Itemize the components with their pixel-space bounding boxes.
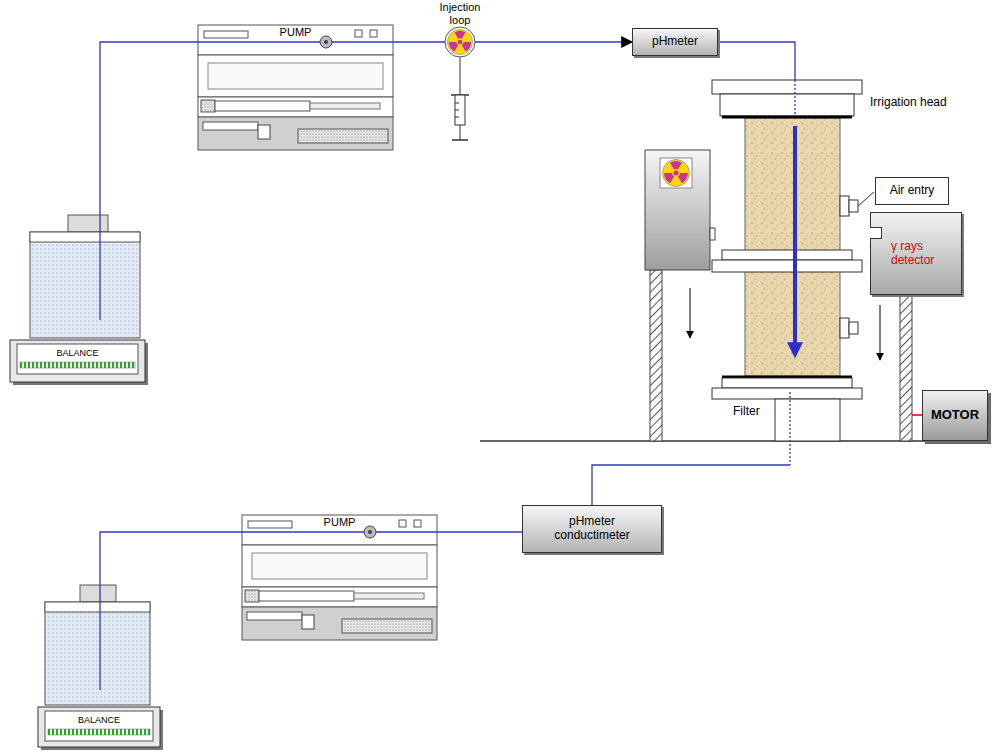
ph-meter-box: pHmeter xyxy=(632,28,718,56)
bottle xyxy=(45,602,150,705)
tube-connector xyxy=(437,531,522,532)
node-text: MOTOR xyxy=(931,408,979,423)
balance-body xyxy=(10,340,145,382)
label-text: Filter xyxy=(733,405,760,419)
tube xyxy=(99,585,100,690)
node-text: PUMP xyxy=(324,516,356,528)
pump-drawing xyxy=(242,515,437,640)
tube xyxy=(718,42,795,80)
tube-connector xyxy=(393,41,632,42)
syringe-needle xyxy=(460,56,461,95)
bottle-shoulder xyxy=(45,602,150,612)
filter-base xyxy=(775,399,840,441)
balance-unit: BALANCE xyxy=(38,585,160,747)
node-text: γ rays detector xyxy=(891,240,953,268)
column-flange xyxy=(722,378,852,388)
injection-loop-ring xyxy=(445,27,475,57)
component-label: Irrigation head xyxy=(870,96,980,110)
air-fitting xyxy=(849,322,858,334)
soil-column xyxy=(745,118,840,376)
label-text: Irrigation head xyxy=(870,96,947,110)
bottle-shoulder xyxy=(30,232,140,242)
tube-connector xyxy=(100,42,198,215)
flow-arrow xyxy=(793,126,797,355)
balance-display xyxy=(17,344,138,374)
syringe-mark xyxy=(455,103,459,104)
balance-readout xyxy=(20,362,135,368)
node-text: pHmeter xyxy=(652,35,698,49)
tube xyxy=(99,215,100,320)
detector-notch xyxy=(870,227,882,239)
tube-hidden xyxy=(794,80,795,116)
conductimeter-box: pHmeter conductimeter xyxy=(522,505,662,553)
pump-drawing xyxy=(198,25,393,150)
radiation-symbol xyxy=(448,30,473,55)
bottle-cap xyxy=(68,215,108,232)
node-text: BALANCE xyxy=(56,348,98,358)
node-text: PUMP xyxy=(280,26,312,38)
tube xyxy=(592,465,790,505)
source-window xyxy=(660,158,692,188)
motion-arrow xyxy=(690,288,691,338)
label-text: Injection loop xyxy=(432,1,488,26)
pump-unit: PUMP xyxy=(198,25,393,150)
air-entry-box: Air entry xyxy=(875,177,949,205)
bottle xyxy=(30,232,140,338)
syringe-plunger xyxy=(460,125,461,140)
column-flange xyxy=(722,250,852,260)
syringe-mark xyxy=(455,110,459,111)
drive-link xyxy=(912,414,922,416)
motion-arrow xyxy=(880,305,881,360)
pump-unit: PUMP xyxy=(242,515,437,640)
source-rod xyxy=(650,270,662,441)
balance-unit: BALANCE xyxy=(10,215,145,382)
gamma-detector: γ rays detector xyxy=(870,212,962,295)
air-fitting xyxy=(849,200,858,212)
ground-line xyxy=(480,440,990,442)
syringe-plunger-head xyxy=(452,139,468,141)
source-tab xyxy=(710,228,715,240)
motor-box: MOTOR xyxy=(922,390,988,441)
tube-connector xyxy=(100,532,242,585)
gamma-source-housing xyxy=(645,150,710,270)
distribution-grid xyxy=(722,116,852,119)
column-flange xyxy=(712,388,862,399)
balance-body xyxy=(38,707,160,747)
irrigation-plate xyxy=(720,94,854,116)
node-text: Air entry xyxy=(890,184,935,198)
syringe-mark xyxy=(455,117,459,118)
air-fitting xyxy=(840,318,849,338)
bottle-cap xyxy=(80,585,116,602)
balance-display xyxy=(45,711,153,741)
component-label: Filter xyxy=(733,405,773,419)
balance-readout xyxy=(48,729,150,735)
syringe-barrel xyxy=(455,95,465,125)
node-text: BALANCE xyxy=(78,715,120,725)
node-text: pHmeter conductimeter xyxy=(542,515,642,543)
detector-rod xyxy=(900,295,912,441)
radiation-symbol xyxy=(663,160,690,187)
tube-hidden xyxy=(789,392,790,465)
component-label: Injection loop xyxy=(428,1,492,26)
air-fitting xyxy=(840,196,849,216)
column-flange xyxy=(712,260,862,272)
leader-line xyxy=(858,192,874,206)
irrigation-plate xyxy=(712,80,862,94)
